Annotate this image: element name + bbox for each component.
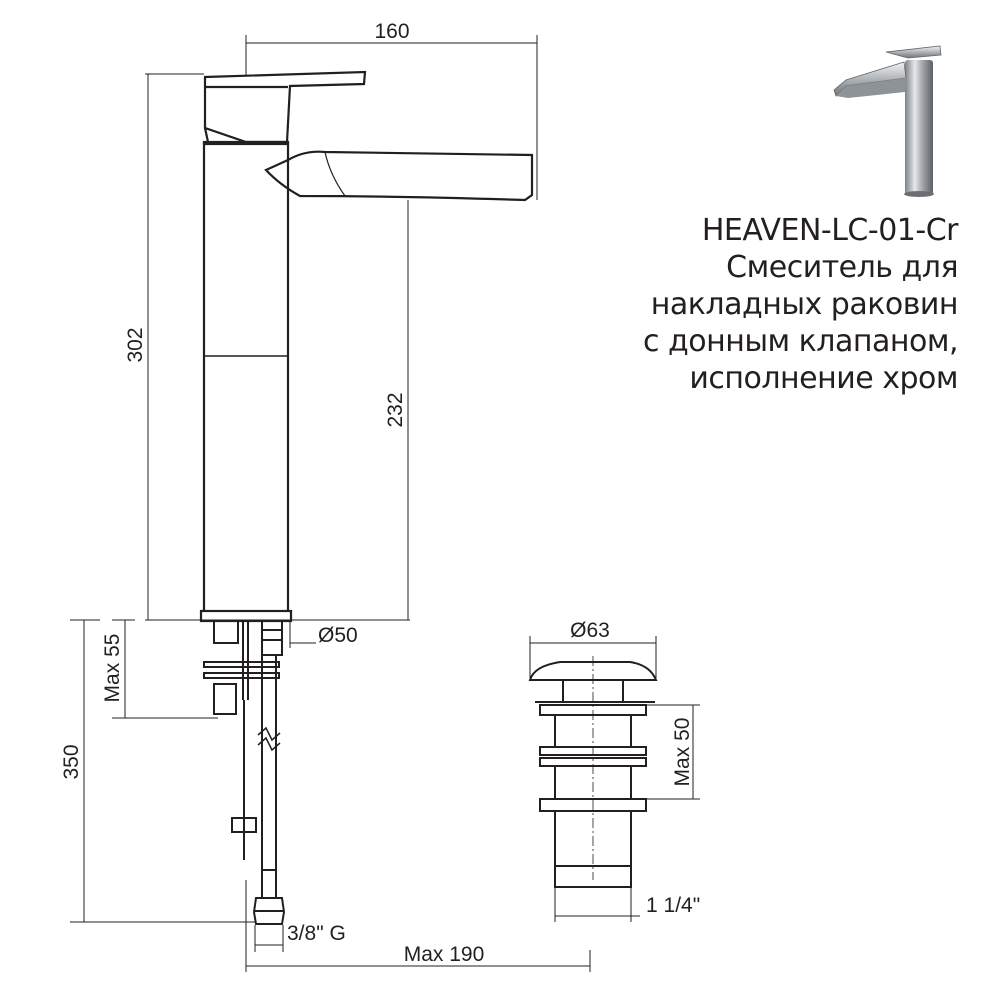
dim-total-height: 302 <box>124 327 147 362</box>
product-description-line-3: с донным клапаном, <box>642 324 959 359</box>
dim-hose-length: 350 <box>60 744 83 779</box>
product-model: HEAVEN-LC-01-Cr <box>701 213 959 248</box>
faucet-dimensions <box>70 35 591 972</box>
drain-valve <box>528 656 658 888</box>
dim-drain-diameter: Ø63 <box>570 619 610 642</box>
drain-dimensions <box>529 636 700 922</box>
product-description-line-2: накладных раковин <box>650 287 959 322</box>
dim-drain-thread: 1 1/4" <box>646 894 700 917</box>
faucet-side-view <box>199 70 534 623</box>
dim-drain-max-height: Max 50 <box>671 718 694 787</box>
dim-max-reach: Max 190 <box>404 943 485 966</box>
dim-spout-height: 232 <box>384 392 407 427</box>
dim-max-countertop: Max 55 <box>101 634 124 703</box>
product-caption: HEAVEN-LC-01-Cr Смеситель для накладных … <box>538 212 959 397</box>
dim-hose-thread: 3/8" G <box>287 922 346 945</box>
product-description-line-4: исполнение хром <box>689 361 958 396</box>
product-description-line-1: Смеситель для <box>726 250 958 285</box>
product-photo <box>833 45 942 197</box>
dim-base-diameter: Ø50 <box>318 624 358 647</box>
mounting-hardware <box>203 620 286 925</box>
dim-spout-reach: 160 <box>374 20 409 43</box>
